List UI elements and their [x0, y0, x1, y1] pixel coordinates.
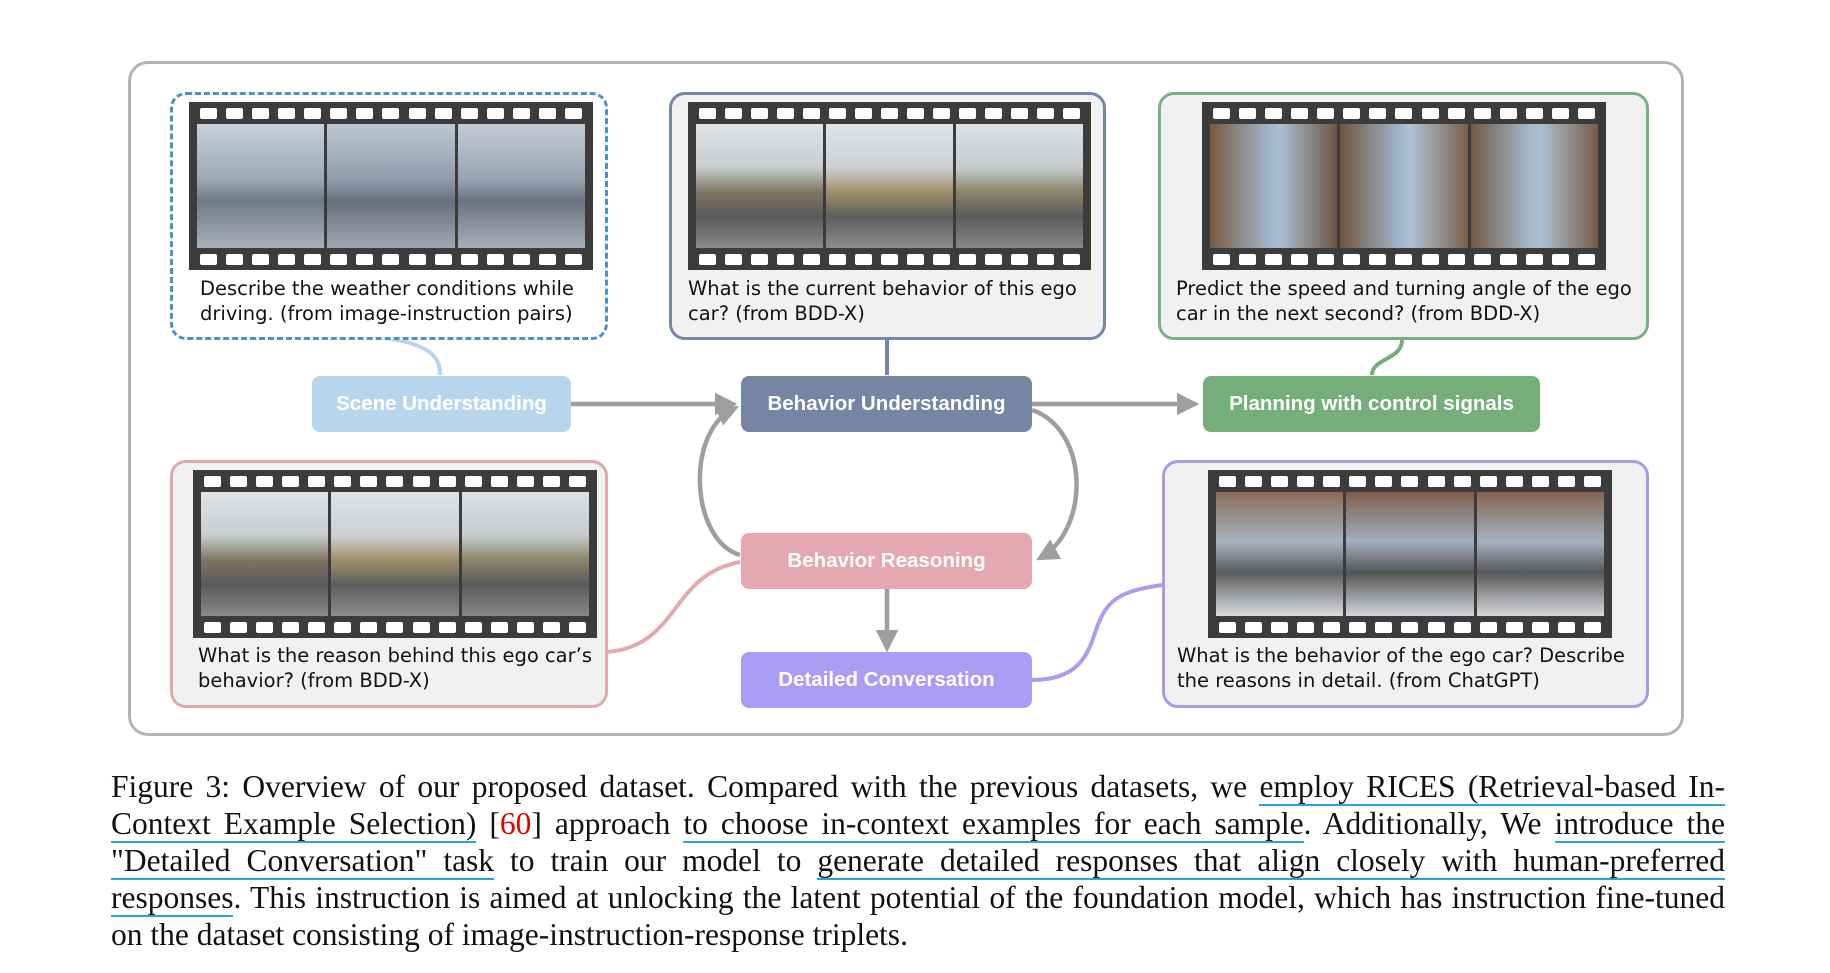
- scene-understanding-node: Scene Understanding: [312, 376, 571, 432]
- rainy-street-frame: [327, 124, 455, 248]
- suburban-street-frame: [331, 492, 459, 616]
- arrow-behavior-to-reasoning: [1031, 407, 1079, 561]
- scene-link: [384, 336, 442, 376]
- snowy-street-frame: [1476, 492, 1604, 616]
- caption-text: ] approach: [531, 806, 684, 841]
- reasoning-card: What is the reason behind this ego car’s…: [170, 460, 608, 708]
- planning-film-strip: [1202, 102, 1606, 270]
- suburban-street-frame: [201, 492, 329, 616]
- snowy-street-frame: [1346, 492, 1474, 616]
- caption-highlight: employ RICES (Retrieval-based In-Context…: [111, 769, 1726, 843]
- reasoning-link: [607, 560, 741, 654]
- scene-question: Describe the weather conditions while dr…: [200, 277, 574, 325]
- conversation-question: What is the behavior of the ego car? Des…: [1177, 644, 1625, 692]
- city-street-frame: [1340, 124, 1468, 248]
- scene-film-strip: [189, 102, 593, 270]
- suburban-street-frame: [956, 124, 1083, 248]
- reasoning-film-strip: [193, 470, 597, 638]
- city-street-frame: [1470, 124, 1598, 248]
- planning-card: Predict the speed and turning angle of t…: [1158, 92, 1649, 340]
- conversation-card: What is the behavior of the ego car? Des…: [1162, 460, 1649, 708]
- suburban-street-frame: [461, 492, 589, 616]
- behavior-card: What is the current behavior of this ego…: [669, 92, 1106, 340]
- caption-highlight: to choose in-context examples for each s…: [683, 806, 1304, 843]
- caption-text: Figure 3: Overview of our proposed datas…: [111, 769, 1260, 804]
- figure-frame: [128, 61, 1684, 736]
- city-street-frame: [1210, 124, 1338, 248]
- planning-question: Predict the speed and turning angle of t…: [1176, 277, 1632, 325]
- suburban-street-frame: [696, 124, 823, 248]
- figure-caption: Figure 3: Overview of our proposed datas…: [111, 768, 1726, 953]
- detailed-conversation-node: Detailed Conversation: [741, 652, 1032, 708]
- caption-highlight: introduce the "Detailed Conversation" ta…: [111, 806, 1725, 880]
- conversation-link: [1031, 583, 1163, 682]
- behavior-understanding-node: Behavior Understanding: [741, 376, 1032, 432]
- citation-link[interactable]: 60: [499, 806, 532, 841]
- snowy-street-frame: [1216, 492, 1344, 616]
- planning-link: [1370, 339, 1404, 376]
- planning-node: Planning with control signals: [1203, 376, 1540, 432]
- suburban-street-frame: [826, 124, 953, 248]
- caption-text: . This instruction is aimed at unlocking…: [111, 880, 1725, 952]
- caption-highlight: generate detailed responses that align c…: [111, 843, 1725, 917]
- behavior-reasoning-node: Behavior Reasoning: [741, 533, 1032, 589]
- scene-card: Describe the weather conditions while dr…: [170, 92, 608, 340]
- caption-text: to train our model to: [494, 843, 818, 878]
- behavior-film-strip: [688, 102, 1091, 270]
- caption-text: . Additionally, We: [1303, 806, 1555, 841]
- caption-text: [: [476, 806, 500, 841]
- reasoning-question: What is the reason behind this ego car’s…: [198, 644, 593, 692]
- behavior-question: What is the current behavior of this ego…: [688, 277, 1077, 325]
- rainy-street-frame: [457, 124, 585, 248]
- conversation-film-strip: [1208, 470, 1612, 638]
- rainy-street-frame: [197, 124, 325, 248]
- arrow-reasoning-to-behavior: [697, 404, 741, 558]
